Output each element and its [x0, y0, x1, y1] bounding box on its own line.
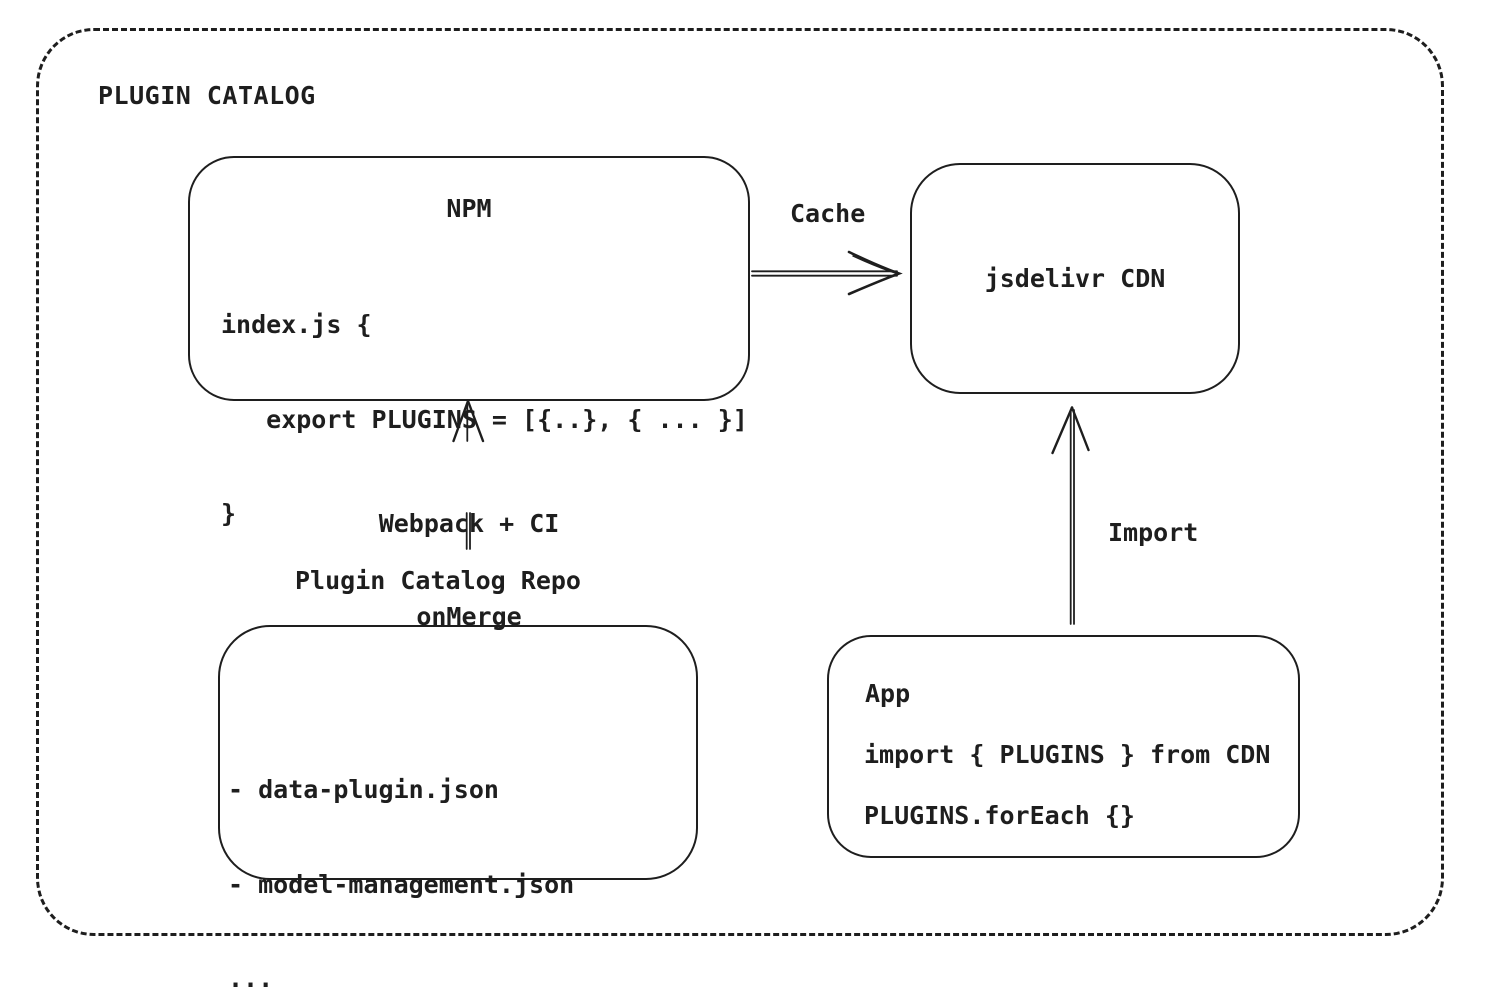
- plugin-catalog-frame: [36, 28, 1444, 936]
- repo-file-item: ...: [228, 964, 274, 993]
- app-node-title: App: [865, 679, 911, 708]
- repo-node: - data-plugin.json - model-management.js…: [218, 625, 698, 993]
- npm-code-line: }: [221, 499, 237, 528]
- npm-code-line: export PLUGINS = [{..}, { ... }]: [221, 404, 748, 434]
- repo-file-list: - data-plugin.json - model-management.js…: [228, 711, 574, 1002]
- build-arrow-label: Webpack + CI onMerge: [344, 446, 594, 694]
- repo-node-label: Plugin Catalog Repo: [295, 566, 581, 595]
- cdn-node-label: jsdelivr CDN: [984, 264, 1166, 293]
- app-code-line: PLUGINS.forEach {}: [864, 801, 1135, 830]
- app-code-line: import { PLUGINS } from CDN: [864, 740, 1271, 769]
- app-node: App import { PLUGINS } from CDN PLUGINS.…: [827, 635, 1300, 858]
- npm-code-line: index.js {: [221, 310, 372, 339]
- repo-file-item: - data-plugin.json: [228, 775, 499, 804]
- repo-file-item: - model-management.json: [228, 869, 575, 899]
- npm-node-title: NPM: [446, 194, 492, 223]
- import-arrow-label: Import: [1108, 518, 1199, 547]
- diagram-title: PLUGIN CATALOG: [98, 81, 316, 110]
- build-arrow-label-line1: Webpack + CI: [378, 509, 560, 538]
- build-arrow-label-line2: onMerge: [416, 602, 522, 631]
- cache-arrow-label: Cache: [790, 199, 866, 228]
- cdn-node: jsdelivr CDN: [910, 163, 1240, 394]
- npm-node: NPM index.js { export PLUGINS = [{..}, {…: [188, 156, 750, 528]
